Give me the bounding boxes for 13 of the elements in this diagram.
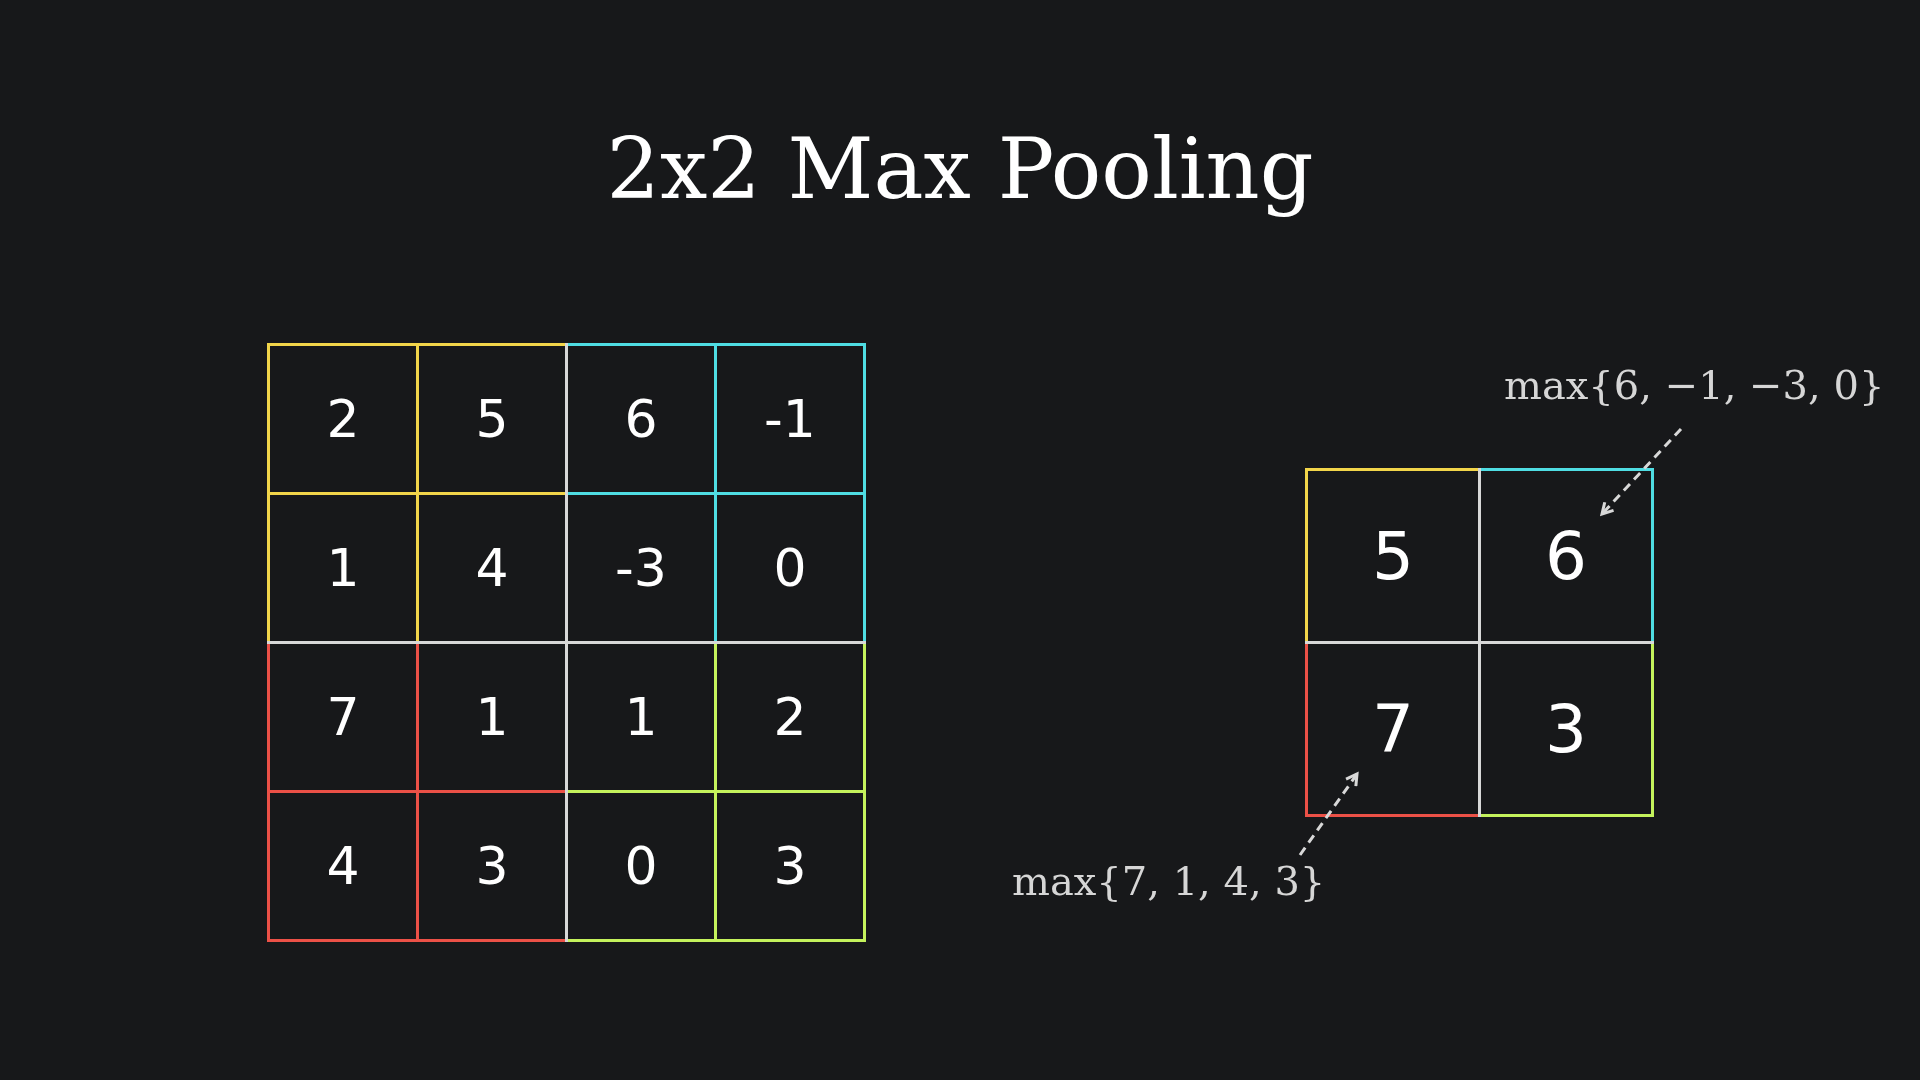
matrix-cell: 7 — [1305, 641, 1481, 817]
formula-label: max{7, 1, 4, 3} — [1012, 858, 1326, 904]
matrix-cell: 3 — [1478, 641, 1654, 817]
matrix-cell: 3 — [714, 790, 866, 942]
leader-arrow — [1298, 772, 1359, 856]
matrix-cell: 4 — [267, 790, 419, 942]
matrix-cell: 2 — [267, 343, 419, 495]
matrix-cell: 6 — [1478, 468, 1654, 644]
formula-label: max{6, −1, −3, 0} — [1504, 362, 1885, 408]
matrix-cell: 5 — [1305, 468, 1481, 644]
matrix-cell: -1 — [714, 343, 866, 495]
leader-arrow — [1600, 427, 1683, 516]
title: 2x2 Max Pooling — [605, 120, 1315, 218]
